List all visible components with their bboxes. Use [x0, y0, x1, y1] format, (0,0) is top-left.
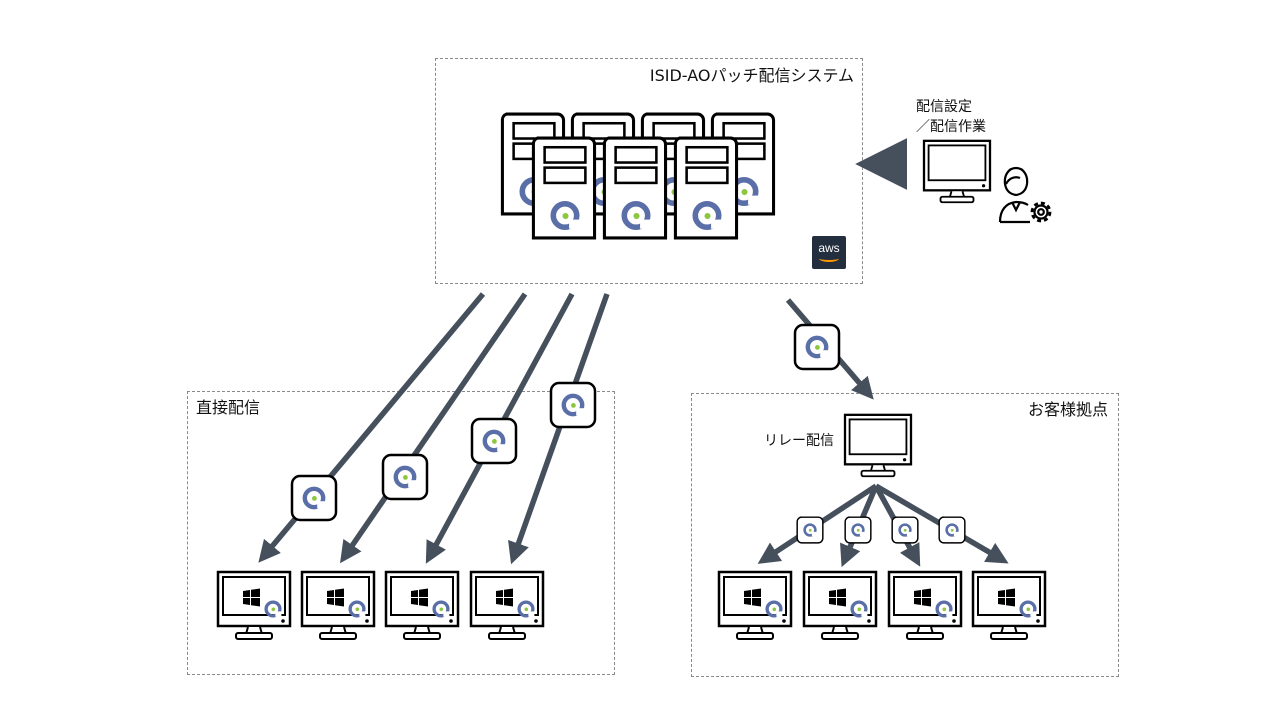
server-tower-icon [604, 138, 665, 238]
package-app-tile-small [892, 517, 918, 543]
arrow-direct-2 [340, 292, 528, 564]
package-app-tile [551, 383, 595, 427]
site-title: お客様拠点 [1027, 400, 1108, 419]
client-pc-icon [218, 572, 290, 639]
package-app-tile-small [797, 517, 823, 543]
package-app-tile [795, 325, 839, 369]
admin-label-line1: 配信設定 [916, 99, 972, 115]
package-app-tile [292, 476, 336, 520]
relay-monitor-icon [843, 413, 913, 478]
client-pc-icon [889, 572, 961, 639]
admin-label-line2: ／配信作業 [916, 119, 986, 135]
package-app-tile [472, 419, 516, 463]
client-pc-icon [471, 572, 543, 639]
package-app-tile-small [845, 517, 871, 543]
aws-logo-icon: aws [812, 236, 846, 269]
package-app-tile [383, 455, 427, 499]
client-pc-icon [804, 572, 876, 639]
aws-logo-text: aws [818, 240, 840, 255]
relay-label: リレー配信 [764, 433, 834, 449]
package-app-tile-small [939, 517, 965, 543]
client-pc-icon [973, 572, 1045, 639]
site-group-box [691, 393, 1119, 677]
admin-user-gear-icon [998, 166, 1052, 224]
direct-title: 直接配信 [196, 398, 261, 417]
client-pc-icon [302, 572, 374, 639]
client-pc-icon [386, 572, 458, 639]
client-pc-icon [719, 572, 791, 639]
server-tower-icon [675, 138, 736, 238]
admin-monitor-icon [922, 139, 992, 204]
system-title: ISID-AOパッチ配信システム [649, 66, 854, 85]
server-tower-icon [533, 138, 594, 238]
